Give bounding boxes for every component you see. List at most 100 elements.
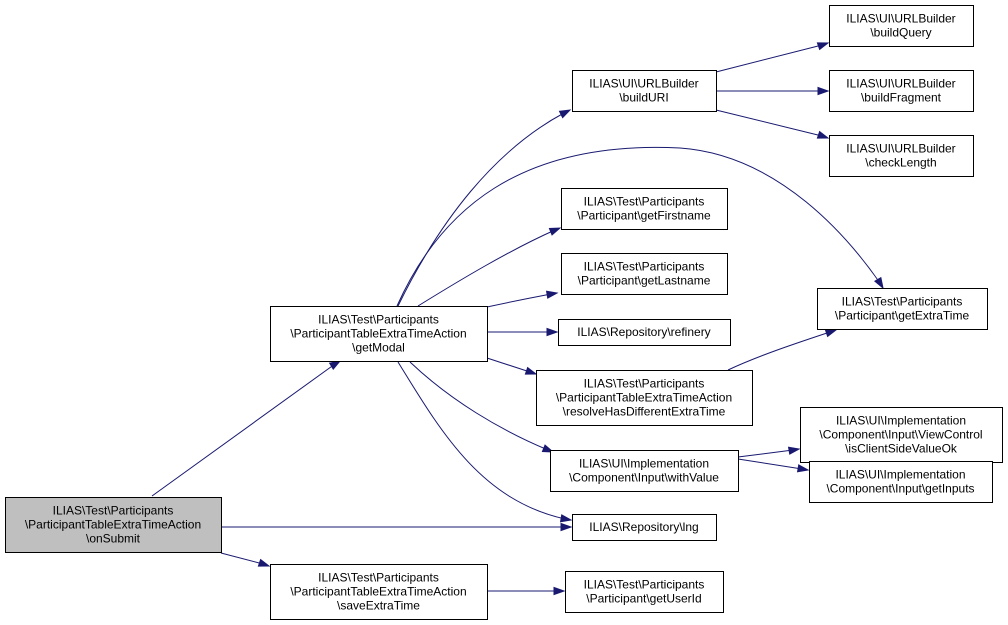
node-label-line: ILIAS\UI\URLBuilder	[846, 142, 955, 156]
node-box	[5, 497, 222, 553]
node-label-line: \Component\Input\withValue	[569, 471, 719, 485]
node-label-line: ILIAS\Test\Participants	[584, 578, 705, 592]
node-label-line: ILIAS\UI\URLBuilder	[846, 12, 955, 26]
node-label-line: ILIAS\UI\Implementation	[836, 414, 966, 428]
node-label-line: ILIAS\Test\Participants	[842, 295, 963, 309]
node-box	[270, 306, 488, 362]
arrowhead-buildURI-buildFragment	[817, 86, 830, 96]
edge-getModal-lng	[397, 361, 566, 520]
node-label-line: ILIAS\Test\Participants	[318, 313, 439, 327]
node-box	[829, 5, 974, 47]
node-label-line: \Participant\getLastname	[578, 274, 711, 288]
edge-buildURI-buildQuery	[715, 44, 823, 73]
node-buildURI[interactable]: ILIAS\UI\URLBuilder\buildURI	[572, 70, 717, 112]
edge-withValue-isClientSide	[737, 449, 794, 458]
node-box	[270, 564, 488, 620]
node-label-line: \Participant\getUserId	[586, 592, 701, 606]
node-label-line: ILIAS\Test\Participants	[584, 260, 705, 274]
node-box	[572, 514, 717, 541]
arrowhead-getModal-getLastname	[545, 290, 559, 299]
edge-onSubmit-saveExtraTime	[220, 552, 264, 565]
arrowhead-buildURI-checkLength	[816, 130, 830, 139]
node-label-line: \Component\Input\ViewControl	[819, 428, 982, 442]
node-refinery[interactable]: ILIAS\Repository\refinery	[558, 319, 731, 346]
node-getUserId[interactable]: ILIAS\Test\Participants\Participant\getU…	[565, 571, 724, 613]
arrowhead-getModal-getFirstname	[548, 227, 562, 236]
node-label-line: ILIAS\UI\URLBuilder	[846, 77, 955, 91]
node-buildQuery[interactable]: ILIAS\UI\URLBuilder\buildQuery	[829, 5, 974, 47]
edge-withValue-getInputs	[737, 458, 803, 470]
arrowhead-onSubmit-lng	[560, 522, 573, 532]
arrowhead-withValue-isClientSide	[787, 446, 801, 455]
nodes: ILIAS\Test\Participants\ParticipantTable…	[5, 5, 1003, 620]
node-box	[829, 135, 974, 177]
node-label-line: ILIAS\Test\Participants	[53, 504, 174, 518]
node-box	[800, 407, 1003, 463]
arrowhead-getModal-refinery	[546, 327, 559, 337]
node-label-line: \ParticipantTableExtraTimeAction	[290, 585, 466, 599]
node-getLastname[interactable]: ILIAS\Test\Participants\Participant\getL…	[561, 253, 728, 295]
node-getExtraTime[interactable]: ILIAS\Test\Participants\Participant\getE…	[817, 288, 988, 330]
edge-getModal-getExtraTime	[396, 146, 881, 307]
node-label-line: \onSubmit	[86, 532, 141, 546]
node-label-line: \buildFragment	[861, 91, 942, 105]
node-label-line: ILIAS\UI\URLBuilder	[589, 77, 698, 91]
node-box	[817, 288, 988, 330]
arrowhead-resolve-getExtraTime	[824, 329, 838, 338]
node-box	[561, 188, 728, 230]
node-label-line: \ParticipantTableExtraTimeAction	[556, 391, 732, 405]
edge-resolve-getExtraTime	[727, 331, 831, 371]
node-label-line: ILIAS\Test\Participants	[584, 195, 705, 209]
node-label-line: \buildURI	[619, 91, 668, 105]
edge-getModal-getFirstname	[417, 229, 556, 307]
edge-getModal-withValue	[409, 361, 549, 451]
node-label-line: \resolveHasDifferentExtraTime	[563, 405, 726, 419]
arrowhead-buildURI-buildQuery	[816, 42, 830, 51]
node-label-line: ILIAS\Repository\refinery	[577, 325, 710, 339]
node-isClientSideValueOk[interactable]: ILIAS\UI\Implementation\Component\Input\…	[800, 407, 1003, 463]
node-resolveHasDifferentExtraTime[interactable]: ILIAS\Test\Participants\ParticipantTable…	[536, 370, 753, 426]
node-label-line: \checkLength	[865, 156, 936, 170]
node-box	[565, 571, 724, 613]
node-checkLength[interactable]: ILIAS\UI\URLBuilder\checkLength	[829, 135, 974, 177]
node-box	[558, 319, 731, 346]
node-getInputs[interactable]: ILIAS\UI\Implementation\Component\Input\…	[809, 461, 993, 503]
arrowhead-onSubmit-getModal	[328, 360, 342, 371]
arrowhead-getModal-buildURI	[558, 109, 572, 119]
node-label-line: \buildQuery	[870, 26, 931, 40]
node-label-line: \ParticipantTableExtraTimeAction	[290, 327, 466, 341]
node-label-line: ILIAS\UI\Implementation	[579, 457, 709, 471]
node-withValue[interactable]: ILIAS\UI\Implementation\Component\Input\…	[550, 450, 739, 492]
edge-getModal-resolve	[486, 357, 531, 373]
node-label-line: \saveExtraTime	[337, 599, 420, 613]
node-label-line: \Participant\getExtraTime	[835, 309, 970, 323]
edge-getModal-buildURI	[397, 112, 565, 307]
node-box	[536, 370, 753, 426]
edges	[151, 42, 884, 596]
arrowhead-getModal-getExtraTime	[873, 276, 884, 290]
node-box	[550, 450, 739, 492]
node-onSubmit[interactable]: ILIAS\Test\Participants\ParticipantTable…	[5, 497, 222, 553]
edge-buildURI-checkLength	[715, 109, 823, 137]
node-label-line: ILIAS\Test\Participants	[584, 377, 705, 391]
node-label-line: \Component\Input\getInputs	[826, 482, 974, 496]
node-getModal[interactable]: ILIAS\Test\Participants\ParticipantTable…	[270, 306, 488, 362]
node-box	[809, 461, 993, 503]
node-lng[interactable]: ILIAS\Repository\lng	[572, 514, 717, 541]
edge-getModal-getLastname	[486, 293, 552, 308]
arrowhead-saveExtraTime-getUserId	[553, 586, 566, 596]
node-buildFragment[interactable]: ILIAS\UI\URLBuilder\buildFragment	[829, 70, 974, 112]
node-label-line: \isClientSideValueOk	[845, 442, 958, 456]
node-getFirstname[interactable]: ILIAS\Test\Participants\Participant\getF…	[561, 188, 728, 230]
arrowhead-getModal-lng	[559, 514, 573, 523]
node-box	[829, 70, 974, 112]
node-label-line: \ParticipantTableExtraTimeAction	[25, 518, 201, 532]
node-label-line: \getModal	[352, 341, 405, 355]
node-label-line: ILIAS\Test\Participants	[318, 571, 439, 585]
node-saveExtraTime[interactable]: ILIAS\Test\Participants\ParticipantTable…	[270, 564, 488, 620]
node-label-line: ILIAS\UI\Implementation	[835, 468, 965, 482]
node-label-line: \Participant\getFirstname	[577, 209, 711, 223]
node-label-line: ILIAS\Repository\lng	[589, 520, 698, 534]
edge-onSubmit-getModal	[151, 363, 336, 497]
